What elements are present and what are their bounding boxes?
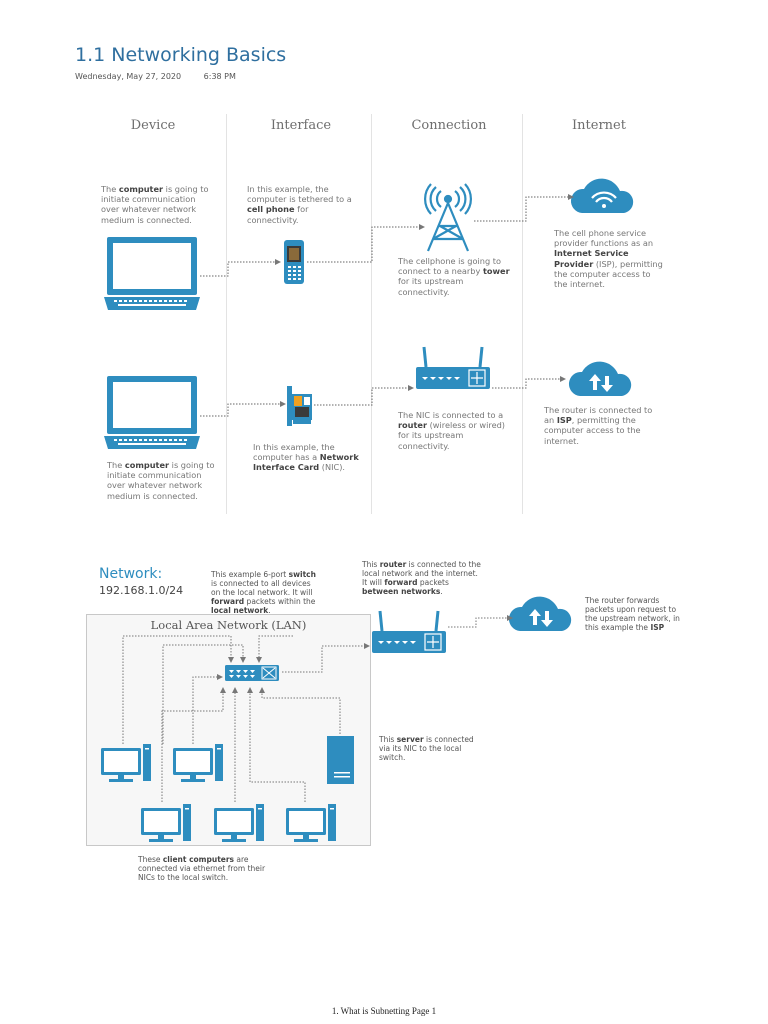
- cloud-transfer-icon: [568, 361, 632, 396]
- network-address: 192.168.1.0/24: [99, 584, 184, 597]
- column-divider: [226, 114, 227, 514]
- column-divider: [522, 114, 523, 514]
- cell-phone-icon: [284, 240, 304, 284]
- column-header-internet: Internet: [572, 118, 626, 133]
- row2-connection-text: The NIC is connected to a router (wirele…: [398, 410, 506, 451]
- cell-tower-icon: [424, 183, 472, 252]
- lan-router-icon: [370, 609, 448, 655]
- row2-interface-text: In this example, the computer has a Netw…: [253, 442, 359, 473]
- desktop-computer-icon: [214, 804, 264, 842]
- isp-cloud-icon: [508, 596, 572, 631]
- page-title: 1.1 Networking Basics: [75, 44, 287, 66]
- row2-device-text: The computer is going to initiate commun…: [107, 460, 215, 501]
- row1-internet-text: The cell phone service provider function…: [554, 228, 663, 290]
- laptop-icon: [104, 237, 200, 310]
- row1-connection-text: The cellphone is going to connect to a n…: [398, 256, 510, 297]
- page-date: Wednesday, May 27, 2020: [75, 72, 182, 81]
- nic-card-icon: [287, 386, 312, 426]
- router-icon: [414, 345, 492, 391]
- page-time: 6:38 PM: [203, 72, 236, 81]
- desktop-computer-icon: [101, 744, 151, 782]
- clients-description: These client computers are connected via…: [138, 855, 266, 882]
- page-datetime: Wednesday, May 27, 2020 6:38 PM: [75, 72, 236, 81]
- row1-device-text: The computer is going to initiate commun…: [101, 184, 209, 225]
- row2-internet-text: The router is connected to an ISP, permi…: [544, 405, 653, 446]
- desktop-computer-icon: [141, 804, 191, 842]
- network-label: Network:: [99, 566, 163, 582]
- switch-description: This example 6-port switch is connected …: [211, 570, 316, 615]
- laptop-icon: [104, 376, 200, 449]
- server-description: This server is connected via its NIC to …: [379, 735, 474, 762]
- lan-box: [86, 614, 371, 846]
- column-header-device: Device: [130, 118, 176, 133]
- column-divider: [371, 114, 372, 514]
- desktop-computer-icon: [286, 804, 336, 842]
- isp-description: The router forwards packets upon request…: [585, 596, 680, 632]
- wifi-cloud-icon: [570, 178, 634, 213]
- network-switch-icon: [225, 665, 279, 681]
- desktop-computer-icon: [173, 744, 223, 782]
- row1-interface-text: In this example, the computer is tethere…: [247, 184, 352, 225]
- lan-title: Local Area Network (LAN): [150, 618, 307, 632]
- server-icon: [327, 736, 354, 784]
- column-header-interface: Interface: [270, 118, 332, 133]
- router-description: This router is connected to the local ne…: [362, 560, 481, 596]
- column-header-connection: Connection: [411, 118, 487, 133]
- page-footer: 1. What is Subnetting Page 1: [331, 1006, 437, 1016]
